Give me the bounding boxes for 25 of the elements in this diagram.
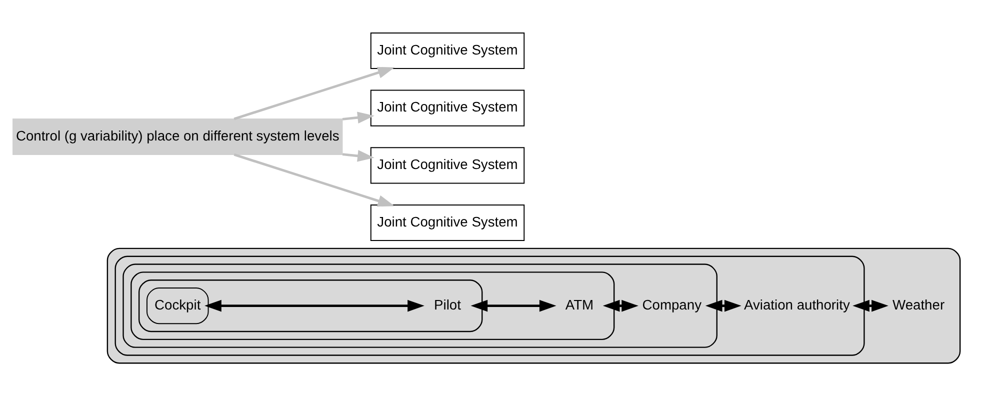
node-box: Joint Cognitive System bbox=[370, 146, 525, 184]
cluster bbox=[114, 255, 865, 356]
node-text: Pilot bbox=[434, 296, 461, 312]
node-box: Joint Cognitive System bbox=[370, 89, 525, 126]
arrow bbox=[705, 299, 742, 312]
node-text: Weather bbox=[892, 296, 945, 312]
arrow bbox=[342, 111, 374, 123]
arrow bbox=[234, 66, 395, 120]
node-box: Control (g variability) place on different system levels bbox=[12, 118, 343, 155]
arrow bbox=[234, 152, 395, 206]
arrow bbox=[852, 299, 888, 312]
arrow bbox=[602, 299, 638, 312]
cluster bbox=[138, 279, 483, 332]
node-box: Joint Cognitive System bbox=[370, 204, 525, 241]
cluster bbox=[106, 247, 961, 364]
node-box: Joint Cognitive System bbox=[370, 32, 525, 69]
arrow bbox=[470, 299, 556, 312]
node-text: Company bbox=[642, 296, 702, 312]
arrow bbox=[342, 150, 374, 162]
node-box: Cockpit bbox=[146, 287, 209, 324]
arrow bbox=[204, 299, 424, 312]
node-text: Aviation authority bbox=[744, 296, 850, 312]
node-text: ATM bbox=[565, 296, 594, 312]
cluster bbox=[130, 271, 615, 340]
cluster bbox=[122, 263, 718, 348]
